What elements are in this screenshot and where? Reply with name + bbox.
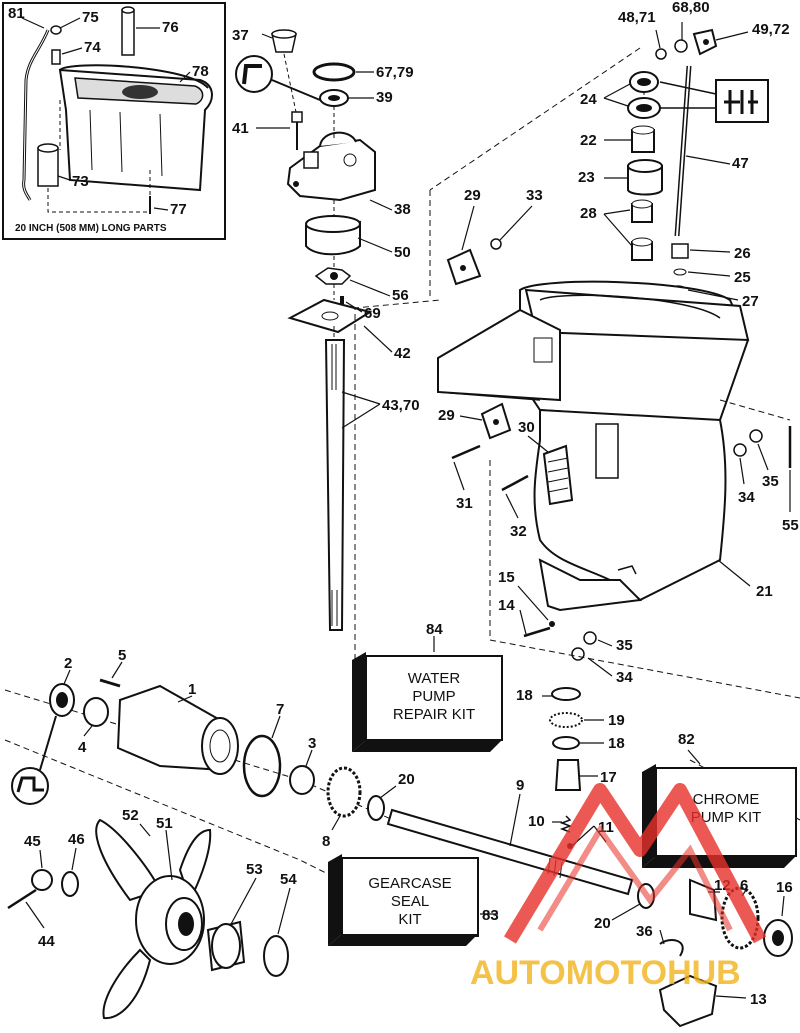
inset-20-inch-parts: 20 INCH (508 MM) LONG PARTS	[2, 2, 226, 240]
callout-34-lower: 34	[616, 669, 633, 686]
callout-81: 81	[8, 5, 25, 22]
callout-37: 37	[232, 27, 249, 44]
callout-17: 17	[600, 769, 617, 786]
callout-77: 77	[170, 201, 187, 218]
callout-8: 8	[322, 833, 330, 850]
callout-23: 23	[578, 169, 595, 186]
callout-75: 75	[82, 9, 99, 26]
callout-84: 84	[426, 621, 443, 638]
gearcase-seal-kit-line2: SEAL	[391, 893, 429, 910]
callout-24: 24	[580, 91, 597, 108]
callout-48-71: 48,71	[618, 9, 656, 26]
callout-49-72: 49,72	[752, 21, 790, 38]
shift-rod-parts	[627, 28, 769, 295]
callout-44: 44	[38, 933, 55, 950]
callout-76: 76	[162, 19, 179, 36]
callout-13: 13	[750, 991, 767, 1008]
gearcase-seal-kit-box: GEARCASE SEAL KIT	[328, 854, 479, 946]
callout-52: 52	[122, 807, 139, 824]
callout-20-right: 20	[594, 915, 611, 932]
callout-47: 47	[732, 155, 749, 172]
water-pump-kit-line2: PUMP	[412, 688, 455, 705]
callout-28: 28	[580, 205, 597, 222]
callout-21: 21	[756, 583, 773, 600]
callout-30: 30	[518, 419, 535, 436]
water-pump-kit-line1: WATER	[408, 670, 461, 687]
callout-27: 27	[742, 293, 759, 310]
water-pump-kit-line3: REPAIR KIT	[393, 706, 475, 723]
callout-78: 78	[192, 63, 209, 80]
leader-lines	[21, 17, 791, 999]
callout-69: 69	[364, 305, 381, 322]
callout-43-70: 43,70	[382, 397, 420, 414]
callout-34-upper: 34	[738, 489, 755, 506]
callout-68-80: 68,80	[672, 0, 710, 16]
callout-55: 55	[782, 517, 799, 534]
callout-67-79: 67,79	[376, 64, 414, 81]
gear-train-parts	[4, 678, 800, 1028]
callout-35-upper: 35	[762, 473, 779, 490]
callout-22: 22	[580, 132, 597, 149]
callout-29-upper: 29	[464, 187, 481, 204]
gearcase-housing-21	[354, 47, 800, 699]
callout-1: 1	[188, 681, 196, 698]
callout-2: 2	[64, 655, 72, 672]
callout-50: 50	[394, 244, 411, 261]
callout-20-left: 20	[398, 771, 415, 788]
callout-74: 74	[84, 39, 101, 56]
callout-14: 14	[498, 597, 515, 614]
callout-29-lower: 29	[438, 407, 455, 424]
watermark-text: AUTOMOTOHUB	[470, 954, 741, 992]
callout-18-lower: 18	[608, 735, 625, 752]
callout-25: 25	[734, 269, 751, 286]
callout-16: 16	[776, 879, 793, 896]
callout-5: 5	[118, 647, 126, 664]
callout-51: 51	[156, 815, 173, 832]
callout-53: 53	[246, 861, 263, 878]
callout-32: 32	[510, 523, 527, 540]
callout-9: 9	[516, 777, 524, 794]
callout-42: 42	[394, 345, 411, 362]
inset-caption: 20 INCH (508 MM) LONG PARTS	[15, 223, 167, 234]
callout-19: 19	[608, 712, 625, 729]
callout-36: 36	[636, 923, 653, 940]
callout-41: 41	[232, 120, 249, 137]
callout-35-lower: 35	[616, 637, 633, 654]
callout-6: 6	[740, 877, 748, 894]
callout-45: 45	[24, 833, 41, 850]
callout-7: 7	[276, 701, 284, 718]
callout-39: 39	[376, 89, 393, 106]
callout-3: 3	[308, 735, 316, 752]
callout-56: 56	[392, 287, 409, 304]
callout-54: 54	[280, 871, 297, 888]
callout-10: 10	[528, 813, 545, 830]
callout-46: 46	[68, 831, 85, 848]
callout-15: 15	[498, 569, 515, 586]
callout-33: 33	[526, 187, 543, 204]
water-pump-parts	[235, 29, 376, 631]
gearcase-seal-kit-line1: GEARCASE	[368, 875, 451, 892]
callout-73: 73	[72, 173, 89, 190]
chrome-pump-kit-line2: PUMP KIT	[691, 809, 762, 826]
callout-31: 31	[456, 495, 473, 512]
chrome-pump-kit-box: CHROME PUMP KIT	[642, 764, 797, 868]
water-pump-repair-kit-box: WATER PUMP REPAIR KIT	[352, 652, 503, 752]
callout-26: 26	[734, 245, 751, 262]
callout-82: 82	[678, 731, 695, 748]
gearcase-seal-kit-line3: KIT	[398, 911, 421, 928]
chrome-pump-kit-line1: CHROME	[693, 791, 760, 808]
callout-38: 38	[394, 201, 411, 218]
callout-4: 4	[78, 739, 87, 756]
automotohub-watermark: AUTOMOTOHUB	[470, 783, 767, 992]
callout-83: 83	[482, 907, 499, 924]
callout-18-upper: 18	[516, 687, 533, 704]
